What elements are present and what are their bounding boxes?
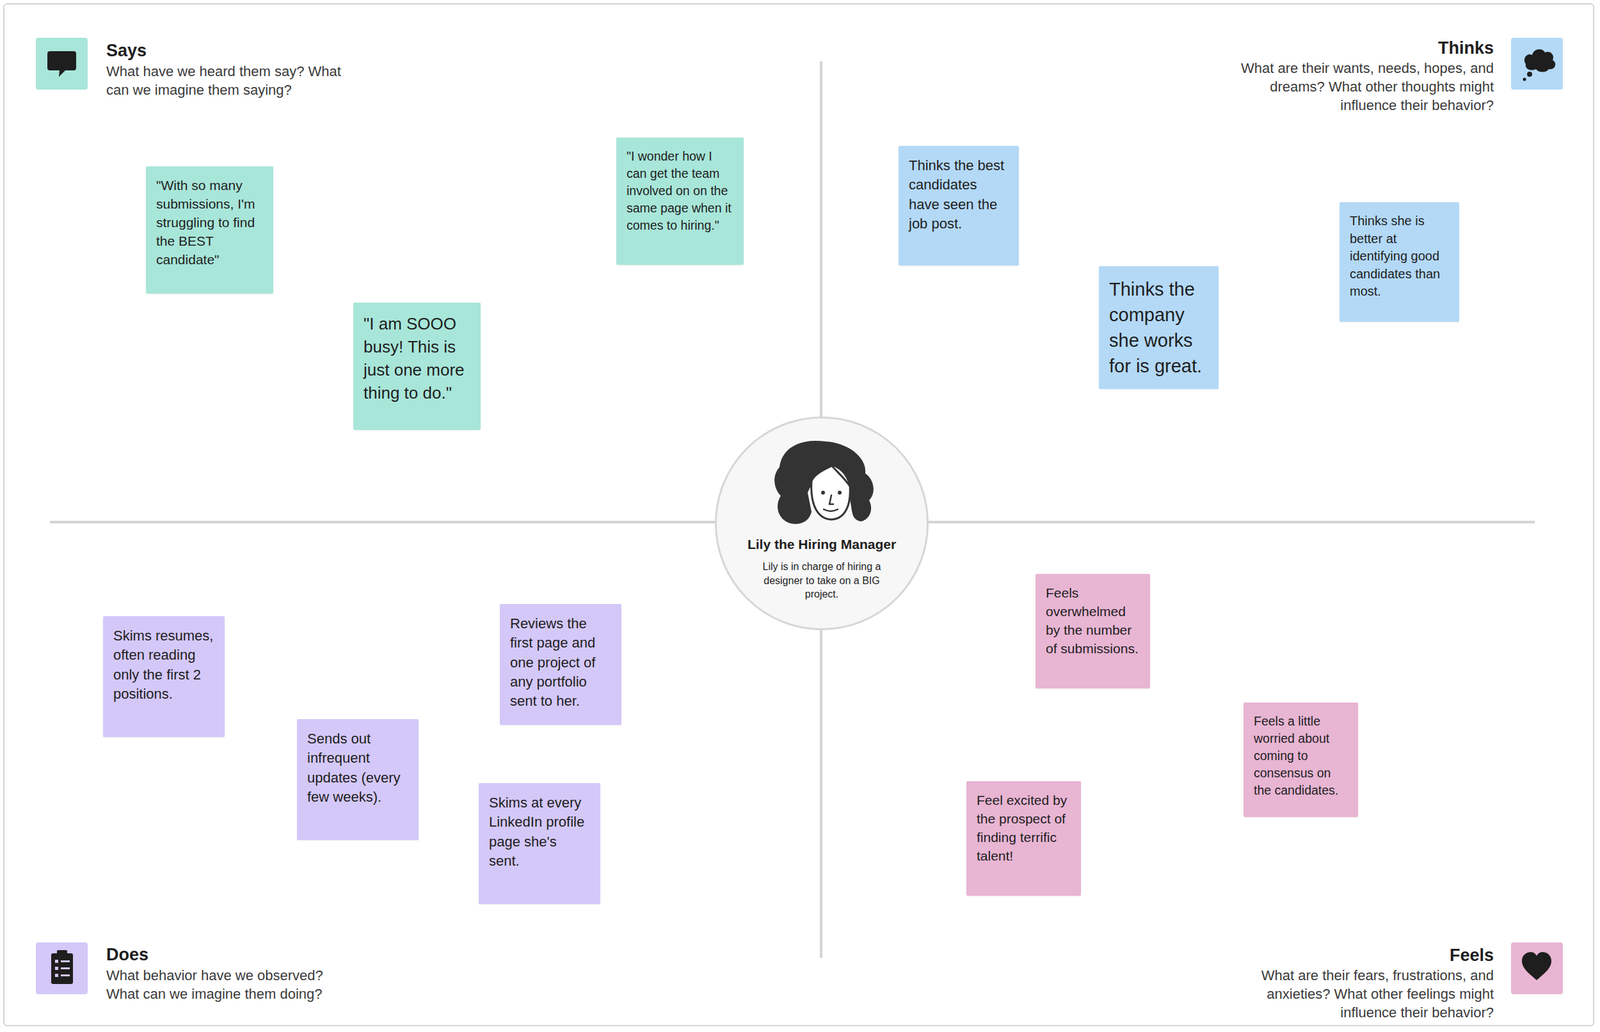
quadrant-heading: Feels — [1173, 944, 1494, 968]
sticky-note: Thinks she is better at identifying good… — [1339, 202, 1460, 322]
says-icon — [35, 37, 88, 90]
sticky-text: Thinks the best candidates have seen the… — [908, 156, 1009, 234]
sticky-note: "I wonder how I can get the team involve… — [616, 137, 744, 265]
sticky-note: Sends out infrequent updates (every few … — [296, 719, 419, 841]
sticky-text: Thinks she is better at identifying good… — [1349, 212, 1449, 301]
sticky-note: Feels a little worried about coming to c… — [1243, 702, 1359, 818]
does-icon — [35, 942, 88, 995]
sticky-text: Thinks the company she works for is grea… — [1109, 276, 1209, 379]
sticky-text: "I am SOOO busy! This is just one more t… — [363, 312, 471, 406]
sticky-text: "With so many submissions, I'm strugglin… — [156, 176, 264, 270]
quadrant-prompt: What have we heard them say? What can we… — [106, 62, 345, 100]
sticky-note: Reviews the first page and one project o… — [499, 604, 622, 726]
persona-circle: Lily the Hiring ManagerLily is in charge… — [714, 416, 929, 631]
sticky-text: Feels overwhelmed by the number of submi… — [1045, 584, 1140, 659]
sticky-note: Thinks the best candidates have seen the… — [898, 145, 1019, 266]
sticky-text: Sends out infrequent updates (every few … — [307, 729, 409, 808]
sticky-note: Feel excited by the prospect of finding … — [966, 781, 1081, 896]
persona-circle-fill — [716, 418, 927, 629]
quadrant-prompt: What are their wants, needs, hopes, and … — [1212, 58, 1494, 115]
quadrant-prompt: What are their fears, frustrations, and … — [1212, 966, 1494, 1023]
quadrant-heading: Says — [106, 39, 299, 63]
persona-description: Lily is in charge of hiring a designer t… — [748, 560, 895, 602]
persona-text: Lily the Hiring ManagerLily is in charge… — [748, 536, 895, 602]
sticky-note: Skims resumes, often reading only the fi… — [103, 616, 225, 738]
thinks-icon — [1511, 37, 1563, 90]
sticky-text: Skims resumes, often reading only the fi… — [113, 626, 215, 704]
sticky-text: Feel excited by the prospect of finding … — [976, 791, 1071, 866]
feels-icon — [1511, 942, 1563, 995]
sticky-note: Thinks the company she works for is grea… — [1098, 266, 1219, 390]
sticky-text: Skims at every LinkedIn profile page she… — [488, 793, 591, 872]
sticky-text: "I wonder how I can get the team involve… — [626, 147, 734, 235]
persona-name: Lily the Hiring Manager — [723, 536, 921, 553]
quadrant-heading: Does — [106, 944, 299, 968]
persona-face — [774, 440, 874, 525]
sticky-note: Skims at every LinkedIn profile page she… — [478, 783, 601, 905]
quadrant-prompt: What behavior have we observed? What can… — [106, 966, 345, 1004]
sticky-note: "I am SOOO busy! This is just one more t… — [353, 302, 481, 431]
quadrant-heading: Thinks — [1173, 37, 1494, 61]
sticky-text: Feels a little worried about coming to c… — [1253, 712, 1348, 800]
sticky-note: Feels overwhelmed by the number of submi… — [1035, 574, 1151, 689]
sticky-note: "With so many submissions, I'm strugglin… — [145, 166, 274, 294]
sticky-text: Reviews the first page and one project o… — [510, 614, 612, 712]
